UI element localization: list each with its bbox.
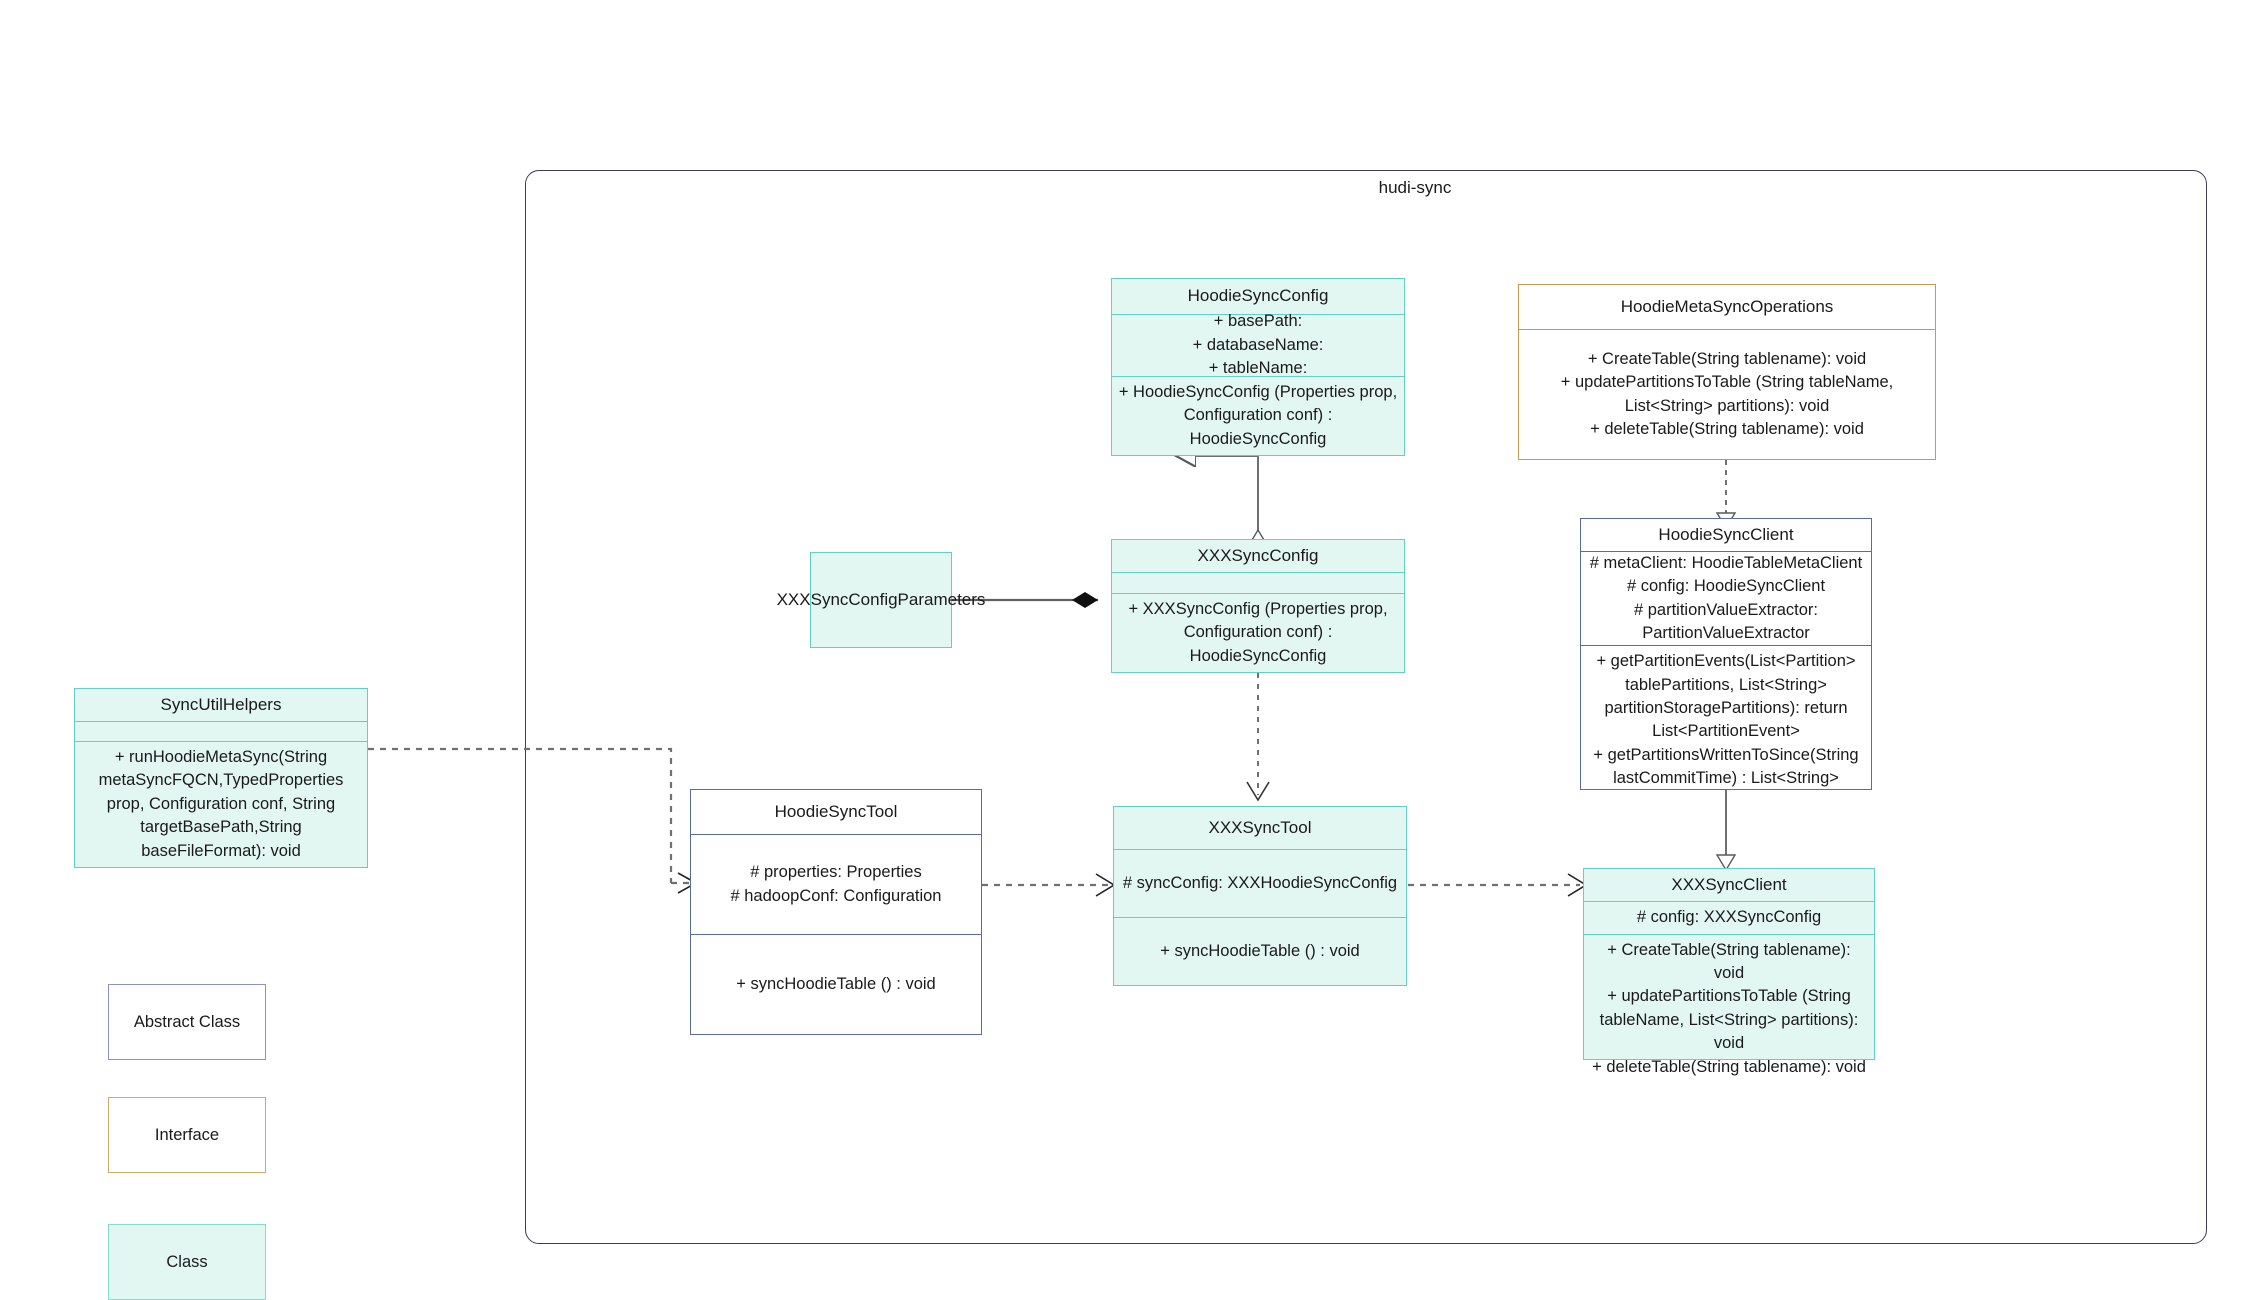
class-name-xxx-sync-config-parameters: XXXSyncConfigParameters [776,589,986,609]
legend-abstract-label: Abstract Class [133,1012,241,1031]
class-attributes-sync-util-helpers [75,721,367,741]
class-methods-xxx-sync-tool: + syncHoodieTable () : void [1114,917,1406,985]
class-attributes-xxx-sync-tool: # syncConfig: XXXHoodieSyncConfig [1114,849,1406,917]
class-name-hoodie-sync-client: HoodieSyncClient [1658,525,1794,544]
class-name-xxx-sync-client: XXXSyncClient [1671,875,1787,894]
class-box-xxx-sync-config[interactable]: XXXSyncConfig + XXXSyncConfig (Propertie… [1111,539,1405,673]
legend-class-label: Class [166,1252,208,1271]
class-box-xxx-sync-tool[interactable]: XXXSyncTool # syncConfig: XXXHoodieSyncC… [1113,806,1407,986]
legend-interface-label: Interface [154,1125,220,1144]
class-box-hoodie-sync-client[interactable]: HoodieSyncClient # metaClient: HoodieTab… [1580,518,1872,790]
class-box-hoodie-meta-sync-operations[interactable]: HoodieMetaSyncOperations + CreateTable(S… [1518,284,1936,460]
class-box-sync-util-helpers[interactable]: SyncUtilHelpers + runHoodieMetaSync(Stri… [74,688,368,868]
class-attributes-xxx-sync-config [1112,572,1404,593]
class-methods-hoodie-sync-config: + HoodieSyncConfig (Properties prop, Con… [1112,375,1404,455]
class-box-xxx-sync-config-parameters[interactable]: XXXSyncConfigParameters [776,552,986,648]
class-box-xxx-sync-client[interactable]: XXXSyncClient # config: XXXSyncConfig + … [1583,868,1875,1076]
class-methods-sync-util-helpers: + runHoodieMetaSync(String metaSyncFQCN,… [75,740,367,867]
class-attributes-hoodie-sync-client: # metaClient: HoodieTableMetaClient # co… [1581,551,1871,645]
class-methods-xxx-sync-config: + XXXSyncConfig (Properties prop, Config… [1112,592,1404,672]
class-box-hoodie-sync-tool[interactable]: HoodieSyncTool # properties: Properties … [690,789,982,1035]
class-box-hoodie-sync-config[interactable]: HoodieSyncConfig + basePath: + databaseN… [1111,278,1405,456]
class-name-hoodie-meta-sync-operations: HoodieMetaSyncOperations [1620,296,1834,316]
class-name-sync-util-helpers: SyncUtilHelpers [160,695,282,714]
class-methods-hoodie-sync-client: + getPartitionEvents(List<Partition> tab… [1581,645,1871,795]
class-methods-xxx-sync-client: + CreateTable(String tablename): void + … [1584,933,1874,1084]
package-hudi-sync [525,170,2207,1244]
class-name-xxx-sync-tool: XXXSyncTool [1208,817,1312,837]
class-name-xxx-sync-config: XXXSyncConfig [1197,546,1319,565]
legend-interface: Interface [108,1097,266,1173]
class-attributes-hoodie-sync-config: + basePath: + databaseName: + tableName: [1112,312,1404,377]
package-title: hudi-sync [1378,178,1452,197]
legend-class: Class [108,1224,266,1300]
class-methods-hoodie-sync-tool: + syncHoodieTable () : void [691,934,981,1034]
class-name-hoodie-sync-config: HoodieSyncConfig [1187,286,1329,306]
class-name-hoodie-sync-tool: HoodieSyncTool [774,801,898,821]
class-methods-hoodie-meta-sync-operations: + CreateTable(String tablename): void + … [1519,329,1935,459]
class-attributes-xxx-sync-client: # config: XXXSyncConfig [1584,901,1874,933]
legend-abstract-class: Abstract Class [108,984,266,1060]
class-attributes-hoodie-sync-tool: # properties: Properties # hadoopConf: C… [691,834,981,934]
